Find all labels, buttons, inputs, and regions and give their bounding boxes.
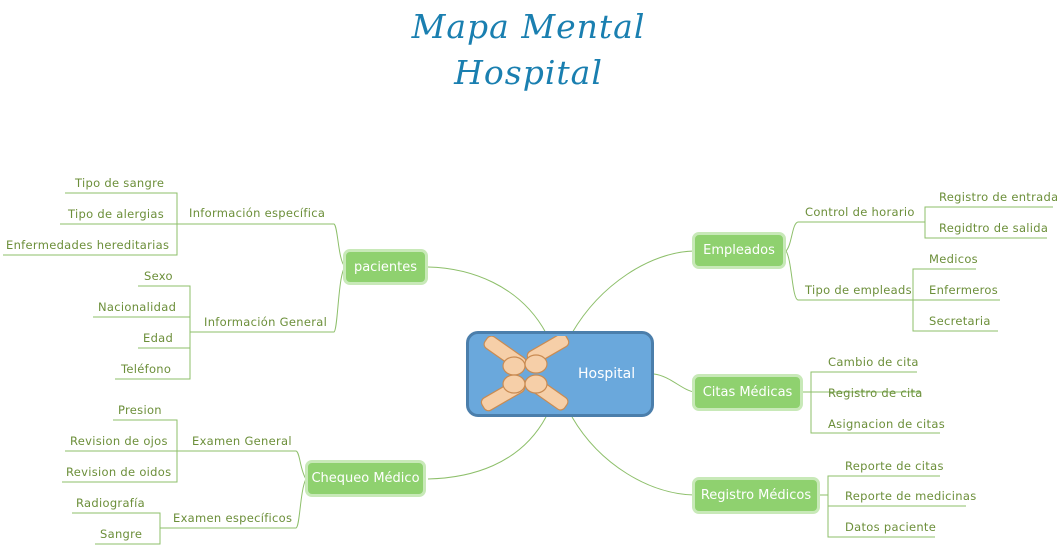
topic-revision-ojos[interactable]: Revision de ojos xyxy=(70,434,168,448)
topic-sangre[interactable]: Sangre xyxy=(100,527,143,541)
topic-enfermedades-hereditarias[interactable]: Enfermedades hereditarias xyxy=(6,238,170,252)
topic-registro-cita[interactable]: Registro de cita xyxy=(828,386,923,400)
node-pacientes[interactable]: pacientes xyxy=(343,249,428,285)
topic-edad[interactable]: Edad xyxy=(143,331,174,345)
topic-medicos[interactable]: Medicos xyxy=(929,252,978,266)
topic-informacion-especifica[interactable]: Información específica xyxy=(189,206,326,220)
topic-informacion-general[interactable]: Información General xyxy=(204,315,328,329)
title-line-2: Hospital xyxy=(454,53,603,92)
topic-nacionalidad[interactable]: Nacionalidad xyxy=(98,300,177,314)
map-title: Mapa Mental Hospital xyxy=(0,4,1057,96)
central-node-label: Hospital xyxy=(578,366,636,382)
topic-asignacion-citas[interactable]: Asignacion de citas xyxy=(828,417,945,431)
topic-secretaria[interactable]: Secretaria xyxy=(929,314,991,328)
teamwork-hands-icon xyxy=(480,336,570,412)
topic-radiografia[interactable]: Radiografía xyxy=(76,496,145,510)
topic-telefono[interactable]: Teléfono xyxy=(121,362,172,376)
topic-tipo-sangre[interactable]: Tipo de sangre xyxy=(75,176,165,190)
topic-control-horario[interactable]: Control de horario xyxy=(805,205,915,219)
title-line-1: Mapa Mental xyxy=(411,7,646,46)
topic-registro-salida[interactable]: Regidtro de salida xyxy=(939,221,1049,235)
topic-cambio-cita[interactable]: Cambio de cita xyxy=(828,355,919,369)
topic-sexo[interactable]: Sexo xyxy=(144,269,173,283)
topic-datos-paciente[interactable]: Datos paciente xyxy=(845,520,937,534)
topic-tipo-alergias[interactable]: Tipo de alergias xyxy=(68,207,165,221)
node-empleados[interactable]: Empleados xyxy=(692,232,786,269)
topic-tipo-empleados[interactable]: Tipo de empleads xyxy=(805,283,912,297)
node-registro-medicos[interactable]: Registro Médicos xyxy=(692,477,820,514)
topic-revision-oidos[interactable]: Revision de oidos xyxy=(66,465,172,479)
topic-examen-especificos[interactable]: Examen específicos xyxy=(173,511,293,525)
topic-registro-entrada[interactable]: Registro de entrada xyxy=(939,190,1057,204)
topic-examen-general[interactable]: Examen General xyxy=(192,434,292,448)
topic-enfermeros[interactable]: Enfermeros xyxy=(929,283,998,297)
node-chequeo-medico[interactable]: Chequeo Médico xyxy=(305,460,426,497)
node-citas-medicas[interactable]: Citas Médicas xyxy=(692,374,803,411)
topic-presion[interactable]: Presion xyxy=(118,403,162,417)
topic-reporte-citas[interactable]: Reporte de citas xyxy=(845,459,944,473)
topic-reporte-medicinas[interactable]: Reporte de medicinas xyxy=(845,489,977,503)
